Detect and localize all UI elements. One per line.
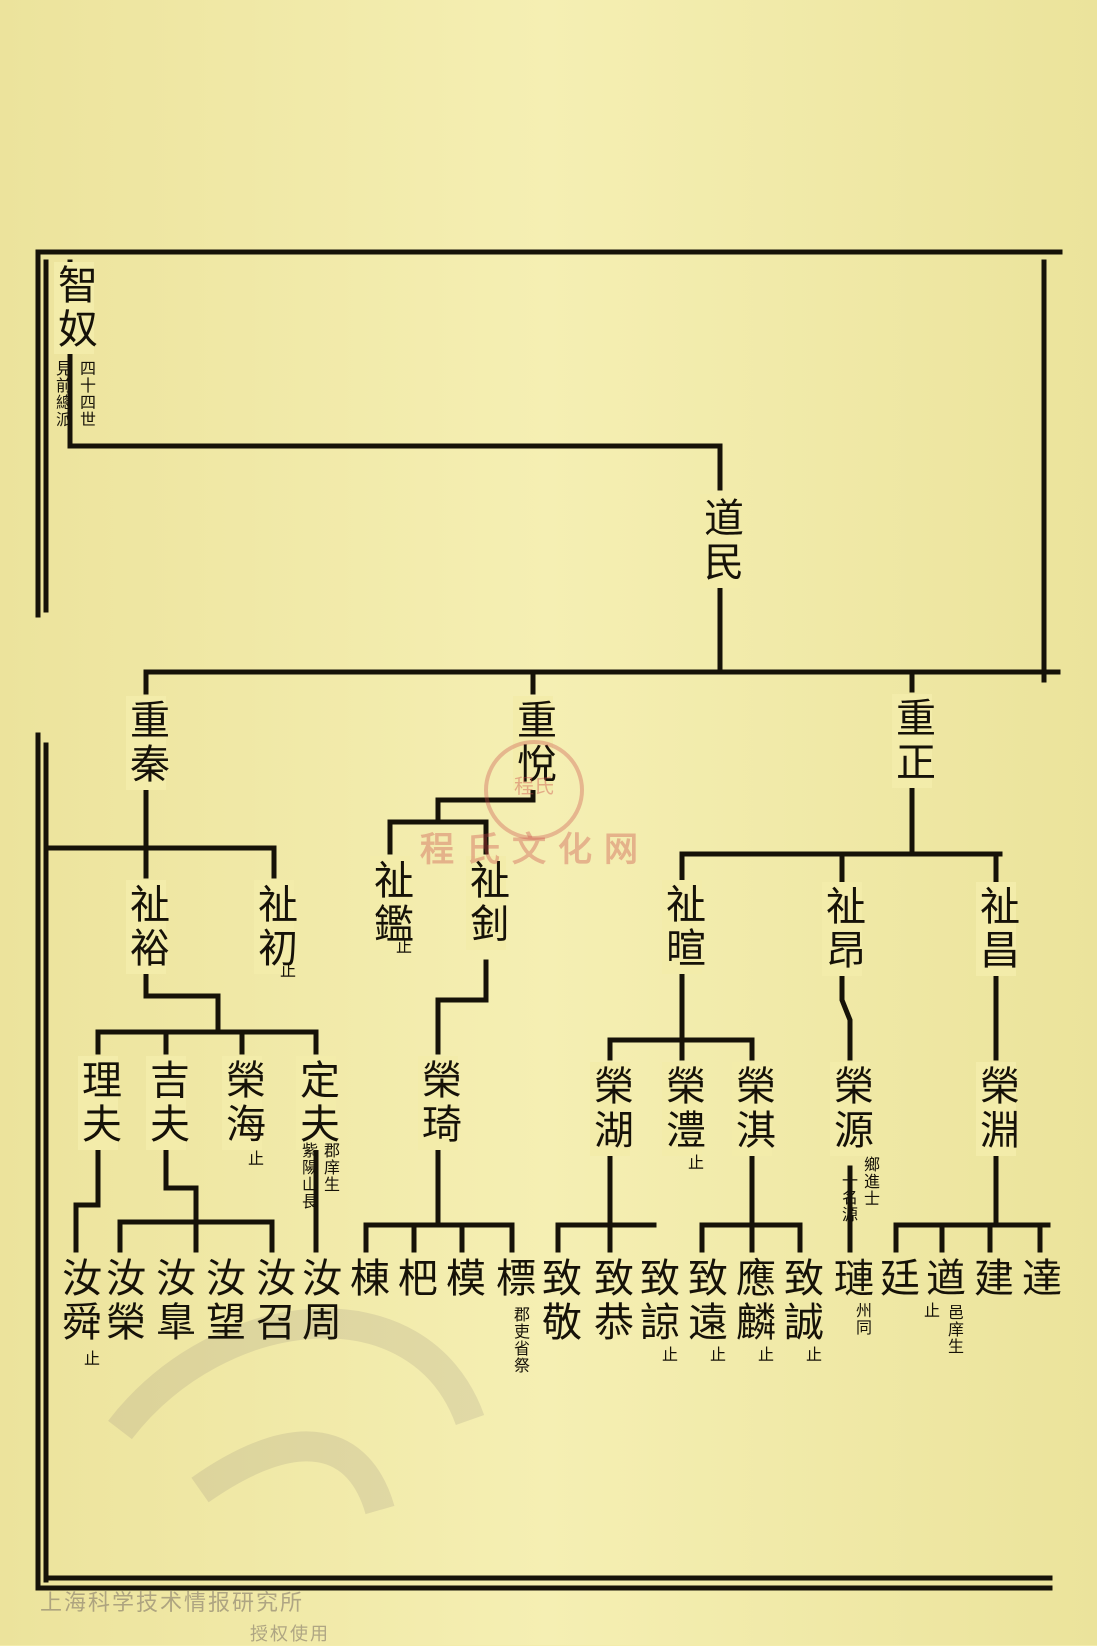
- great-grandson-node: 吉夫: [143, 1056, 189, 1150]
- descendant-note: 州同: [853, 1302, 872, 1336]
- descendant-node: 汝臯: [149, 1257, 195, 1345]
- grandson-node: 祉釗: [463, 856, 509, 950]
- header-note: 見前總派: [53, 360, 72, 428]
- descendant-node: 建: [967, 1257, 1013, 1301]
- descendant-note: 止: [803, 1346, 822, 1363]
- son-node: 重秦: [123, 696, 169, 790]
- great-grandson-node: 榮海: [219, 1056, 265, 1150]
- descendant-node: 致誠: [777, 1257, 823, 1345]
- descendant-node: 致諒: [633, 1257, 679, 1345]
- descendant-node: 達: [1015, 1257, 1061, 1301]
- descendant-node: 杷: [391, 1257, 437, 1301]
- descendant-note: 郡吏省祭: [511, 1306, 530, 1374]
- great-grandson-node: 榮琦: [415, 1056, 461, 1150]
- descendant-node: 璉: [827, 1257, 873, 1301]
- grandson-note: 止: [393, 938, 412, 955]
- great-grandson-note: 紫陽山長: [299, 1142, 318, 1210]
- descendant-node: 棟: [343, 1257, 389, 1301]
- descendant-node: 致遠: [681, 1257, 727, 1345]
- watermark-text: 程氏文化网: [420, 830, 650, 870]
- descendant-node: 汝榮: [99, 1257, 145, 1345]
- header-generation: 四十四世: [77, 360, 96, 428]
- great-grandson-node: 理夫: [75, 1056, 121, 1150]
- great-grandson-node: 榮淵: [973, 1062, 1019, 1156]
- descendant-note: 止: [921, 1302, 940, 1319]
- descendant-node: 汝望: [199, 1257, 245, 1345]
- grandson-node: 祉暄: [659, 880, 705, 974]
- great-grandson-node: 榮湖: [587, 1062, 633, 1156]
- great-grandson-node: 榮源: [827, 1062, 873, 1156]
- seal-stamp: 程氏: [484, 740, 584, 840]
- descendant-note: 止: [707, 1346, 726, 1363]
- descendant-note: 止: [81, 1350, 100, 1367]
- grandson-node: 祉昌: [973, 882, 1019, 976]
- descendant-note: 邑庠生: [945, 1304, 964, 1355]
- descendant-note: 止: [659, 1346, 678, 1363]
- grandson-note: 止: [277, 962, 296, 979]
- descendant-node: 遒: [919, 1257, 965, 1301]
- descendant-node: 致敬: [535, 1257, 581, 1345]
- descendant-node: 汝召: [249, 1257, 295, 1345]
- grandson-node: 祉初: [251, 880, 297, 974]
- descendant-node: 模: [439, 1257, 485, 1301]
- footer-source: 上海科学技术情报研究所: [40, 1591, 305, 1616]
- descendant-node: 廷: [873, 1257, 919, 1301]
- grandson-node: 祉昂: [819, 882, 865, 976]
- descendant-note: 止: [755, 1346, 774, 1363]
- great-grandson-node: 榮澧: [659, 1062, 705, 1156]
- great-grandson-node: 定夫: [293, 1056, 339, 1150]
- root-node: 道民: [697, 494, 743, 588]
- great-grandson-note: 郡庠生: [321, 1142, 340, 1193]
- seal-text: 程氏: [514, 774, 554, 798]
- descendant-node: 標: [489, 1257, 535, 1301]
- descendant-node: 致恭: [587, 1257, 633, 1345]
- great-grandson-note: 鄉進士: [861, 1156, 880, 1207]
- son-node: 重正: [889, 694, 935, 788]
- descendant-node: 汝周: [295, 1257, 341, 1345]
- footer-license: 授权使用: [250, 1624, 330, 1645]
- great-grandson-note: 止: [685, 1154, 704, 1171]
- grandson-node: 祉裕: [123, 880, 169, 974]
- grandson-node: 祉鑑: [367, 856, 413, 950]
- great-grandson-note: 一名源: [839, 1172, 858, 1223]
- descendant-node: 汝舜: [55, 1257, 101, 1345]
- great-grandson-note: 止: [245, 1150, 264, 1167]
- descendant-node: 應麟: [729, 1257, 775, 1345]
- great-grandson-node: 榮淇: [729, 1062, 775, 1156]
- header-name: 智奴: [51, 262, 97, 354]
